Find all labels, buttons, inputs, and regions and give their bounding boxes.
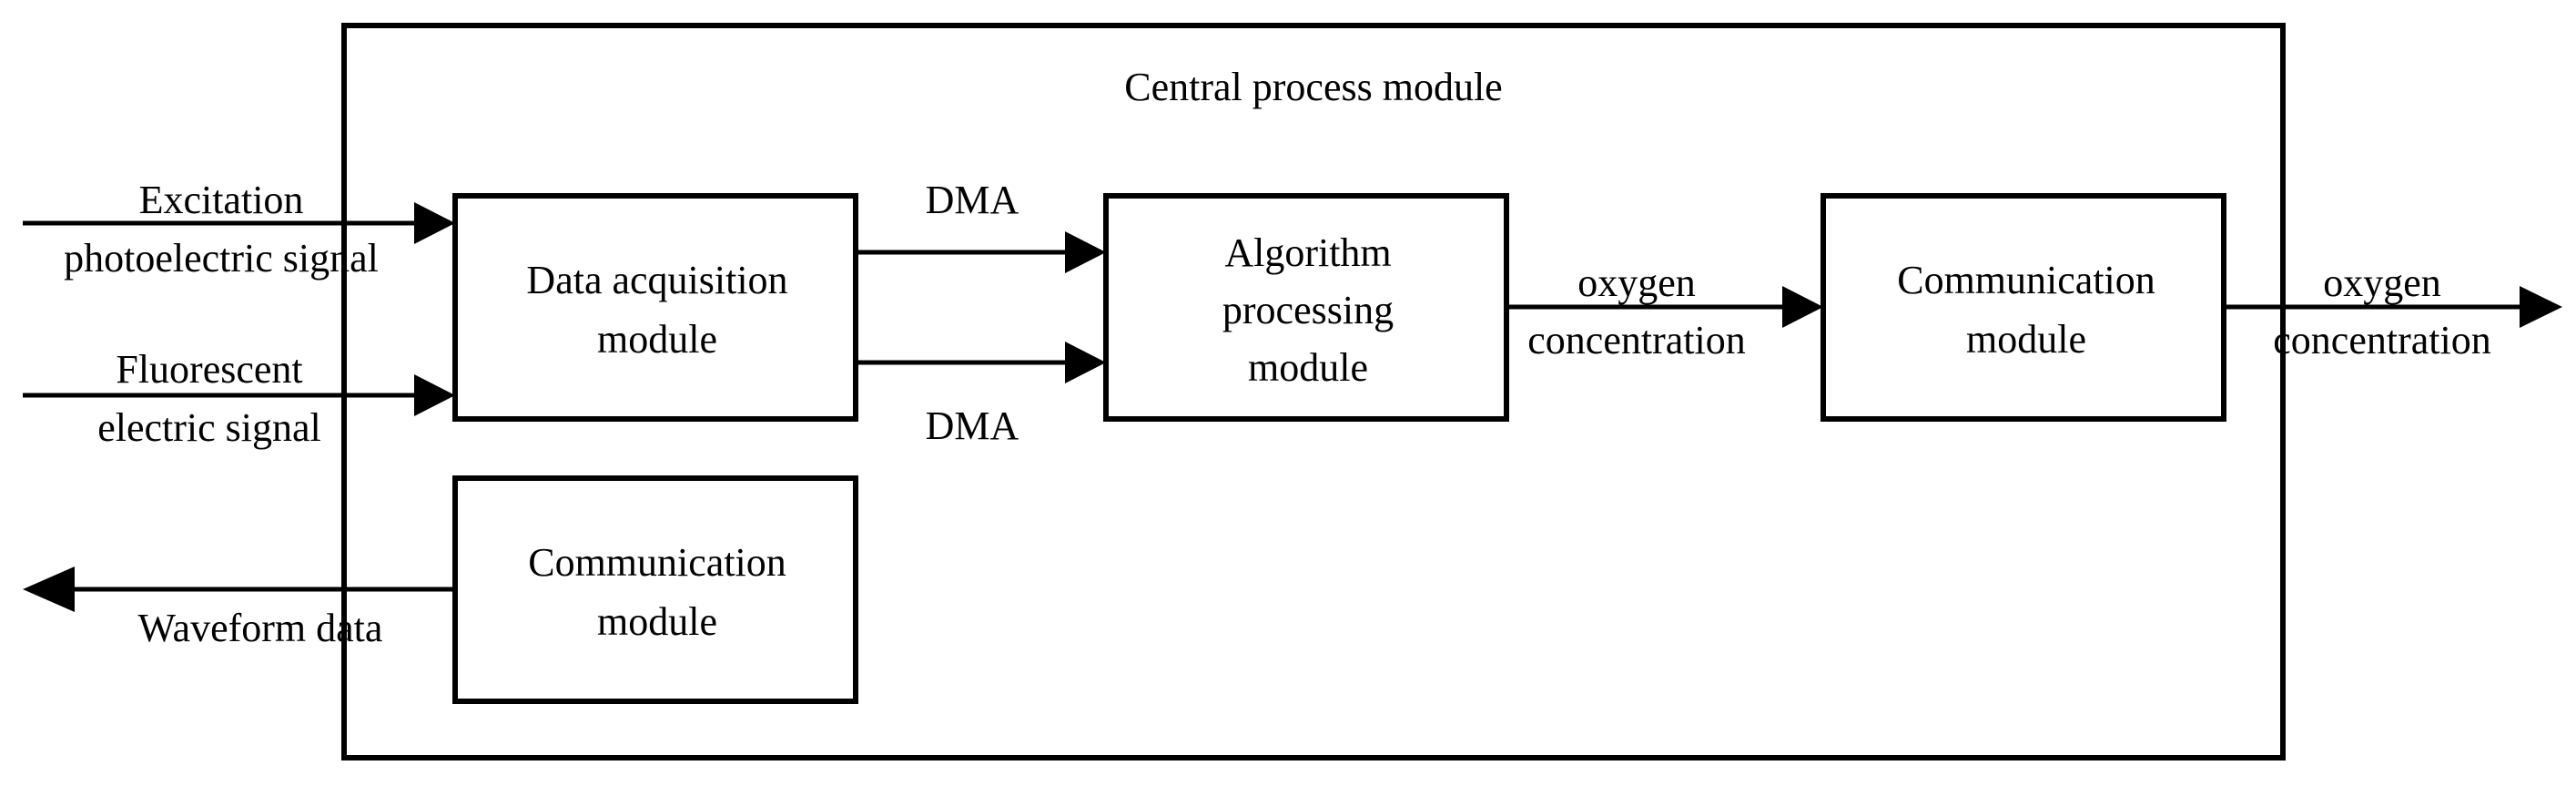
oxygen-output-arrow xyxy=(2224,286,2562,328)
comm-right-label-line2: module xyxy=(1966,317,2086,362)
dma-bottom-arrow xyxy=(856,342,1106,383)
excitation-label-line1: Excitation xyxy=(139,178,304,222)
dma-top-label: DMA xyxy=(926,178,1019,222)
oxygen-mid-arrow xyxy=(1506,286,1823,328)
data-acquisition-module: Data acquisition module xyxy=(452,193,858,422)
fluorescent-label-line2: electric signal xyxy=(97,405,321,450)
communication-module-lower: Communication module xyxy=(452,475,858,704)
oxygen-out-label-line2: concentration xyxy=(2273,318,2490,362)
algorithm-label-line1: Algorithm xyxy=(1224,230,1391,275)
waveform-label: Waveform data xyxy=(138,606,383,650)
central-process-module-box xyxy=(341,23,2286,760)
algorithm-processing-module: Algorithm processing module xyxy=(1103,193,1509,422)
oxygen-mid-label-line2: concentration xyxy=(1527,318,1745,362)
fluorescent-label-line1: Fluorescent xyxy=(116,347,302,392)
comm-right-label-line1: Communication xyxy=(1897,258,2155,302)
fluorescent-input-arrow xyxy=(23,374,455,416)
algorithm-label-line3: module xyxy=(1248,345,1368,390)
data-acquisition-label-line1: Data acquisition xyxy=(526,258,787,302)
data-acquisition-label-line2: module xyxy=(597,317,717,362)
waveform-output-arrow xyxy=(23,567,455,612)
oxygen-mid-label-line1: oxygen xyxy=(1577,260,1696,305)
dma-bottom-label: DMA xyxy=(926,403,1019,448)
excitation-input-arrow xyxy=(23,202,455,244)
communication-module-right: Communication module xyxy=(1820,193,2226,422)
oxygen-out-label-line1: oxygen xyxy=(2323,260,2441,305)
algorithm-label-line2: processing xyxy=(1222,288,1394,332)
dma-top-arrow xyxy=(856,231,1106,273)
comm-lower-label-line1: Communication xyxy=(528,540,786,585)
comm-lower-label-line2: module xyxy=(597,599,717,644)
central-process-module-title: Central process module xyxy=(1124,65,1502,109)
excitation-label-line2: photoelectric signal xyxy=(64,236,379,281)
